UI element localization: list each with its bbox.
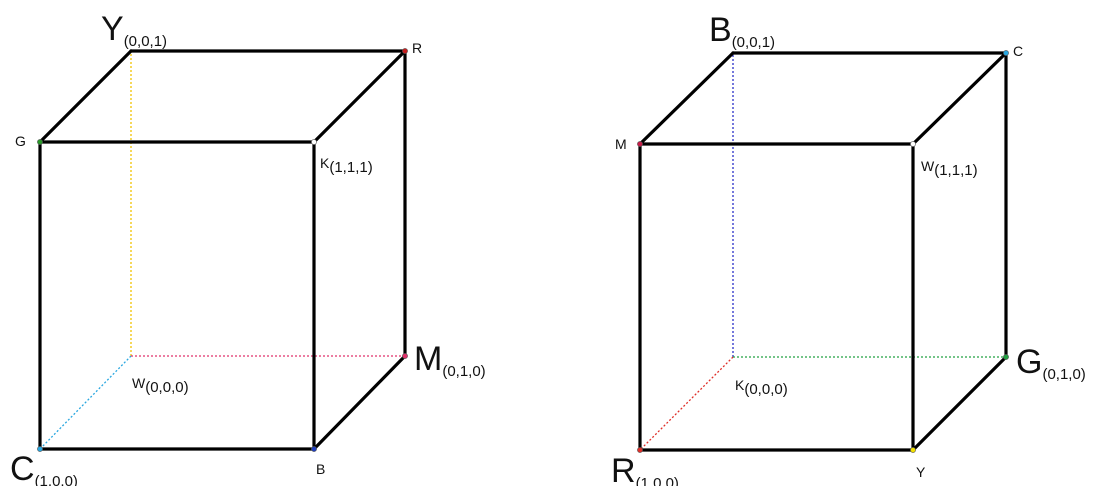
- vertex-label-back-top-left-coord: (0,0,1): [732, 34, 775, 51]
- vertex-label-front-top-right: W(1,1,1): [921, 158, 978, 179]
- vertex-label-hidden: W(0,0,0): [132, 375, 189, 396]
- vertex-label-hidden-letter: W: [132, 375, 146, 391]
- vertex-label-front-top-right-letter: W: [921, 158, 935, 174]
- vertex-dot-front-bottom-right: [910, 447, 916, 453]
- vertex-dot-front-bottom-left: [37, 446, 43, 452]
- vertex-dot-front-bottom-right: [311, 446, 317, 452]
- vertex-label-back-bottom-right-letter: M: [414, 340, 442, 378]
- vertex-label-back-top-left-coord: (0,0,1): [124, 33, 167, 50]
- vertex-label-back-top-right-letter: C: [1013, 43, 1023, 59]
- vertex-label-hidden: K(0,0,0): [735, 377, 788, 398]
- vertex-label-back-top-right-letter: R: [412, 40, 422, 56]
- vertex-label-front-bottom-right-letter: B: [316, 461, 325, 477]
- vertex-dot-back-top-right: [1003, 50, 1009, 56]
- vertex-label-front-bottom-left: C(1,0,0): [10, 450, 78, 486]
- vertex-label-front-bottom-right: Y: [916, 464, 926, 480]
- vertex-label-back-top-right: R: [412, 40, 422, 56]
- vertex-dot-front-top-right: [311, 139, 317, 145]
- vertex-dot-front-top-left: [37, 139, 43, 145]
- vertex-label-front-bottom-left-letter: C: [10, 450, 35, 486]
- vertex-dot-front-top-right: [910, 141, 916, 147]
- vertex-label-front-top-right-coord: (1,1,1): [934, 162, 977, 179]
- rgb-cube: B(0,0,1) C M W(1,1,1) K(0,0,0) G(0,1,0) R(1,0,…: [611, 11, 1086, 486]
- edge-bottom-right-diag: [911, 355, 1008, 452]
- edge-bottom-right-diag: [312, 354, 407, 451]
- vertex-label-front-bottom-left-coord: (1,0,0): [35, 473, 78, 486]
- vertex-label-front-top-left: M: [615, 136, 627, 152]
- vertex-label-front-top-left-letter: M: [615, 136, 627, 152]
- vertex-label-front-top-right-letter: K: [320, 155, 330, 171]
- vertex-label-front-bottom-right-letter: Y: [916, 464, 926, 480]
- vertex-label-back-top-left-letter: B: [709, 11, 732, 49]
- vertex-label-back-bottom-right-coord: (0,1,0): [1042, 366, 1085, 383]
- vertex-label-back-top-left: B(0,0,1): [709, 11, 775, 51]
- edge-top-right-diag: [911, 51, 1008, 146]
- vertex-dot-front-bottom-left: [637, 447, 643, 453]
- vertex-label-front-top-left: G: [15, 133, 26, 149]
- vertex-label-back-bottom-right-letter: G: [1016, 343, 1042, 381]
- edge-top-left-diag: [38, 49, 133, 144]
- vertex-label-front-bottom-right: B: [316, 461, 325, 477]
- vertex-dot-back-bottom-right: [402, 353, 408, 359]
- vertex-label-back-top-left: Y(0,0,1): [101, 10, 167, 50]
- edge-top-right-diag: [312, 49, 407, 144]
- vertex-label-back-top-right: C: [1013, 43, 1023, 59]
- vertex-dot-front-top-left: [637, 141, 643, 147]
- vertex-dot-back-top-right: [402, 48, 408, 54]
- edge-top-left-diag: [638, 51, 735, 146]
- hidden-edge-left: [639, 356, 734, 451]
- vertex-label-front-bottom-left-coord: (1,0,0): [636, 475, 679, 486]
- vertex-label-hidden-coord: (0,0,0): [145, 379, 188, 396]
- vertex-label-front-top-right-coord: (1,1,1): [329, 159, 372, 176]
- vertex-label-hidden-coord: (0,0,0): [744, 381, 787, 398]
- vertex-label-front-top-left-letter: G: [15, 133, 26, 149]
- vertex-label-front-bottom-left-letter: R: [611, 452, 636, 486]
- vertex-label-back-top-left-letter: Y: [101, 10, 124, 48]
- vertex-label-hidden-letter: K: [735, 377, 745, 393]
- vertex-label-back-bottom-right: M(0,1,0): [414, 340, 486, 380]
- vertex-label-front-bottom-left: R(1,0,0): [611, 452, 679, 486]
- vertex-label-back-bottom-right-coord: (0,1,0): [442, 363, 485, 380]
- vertex-dot-back-bottom-right: [1003, 354, 1009, 360]
- vertex-label-front-top-right: K(1,1,1): [320, 155, 373, 176]
- hidden-edge-left: [39, 355, 132, 450]
- vertex-label-back-bottom-right: G(0,1,0): [1016, 343, 1086, 383]
- cmy-cube: Y(0,0,1) R G K(1,1,1) W(0,0,0) M(0,1,0) C(1,0,…: [10, 10, 486, 486]
